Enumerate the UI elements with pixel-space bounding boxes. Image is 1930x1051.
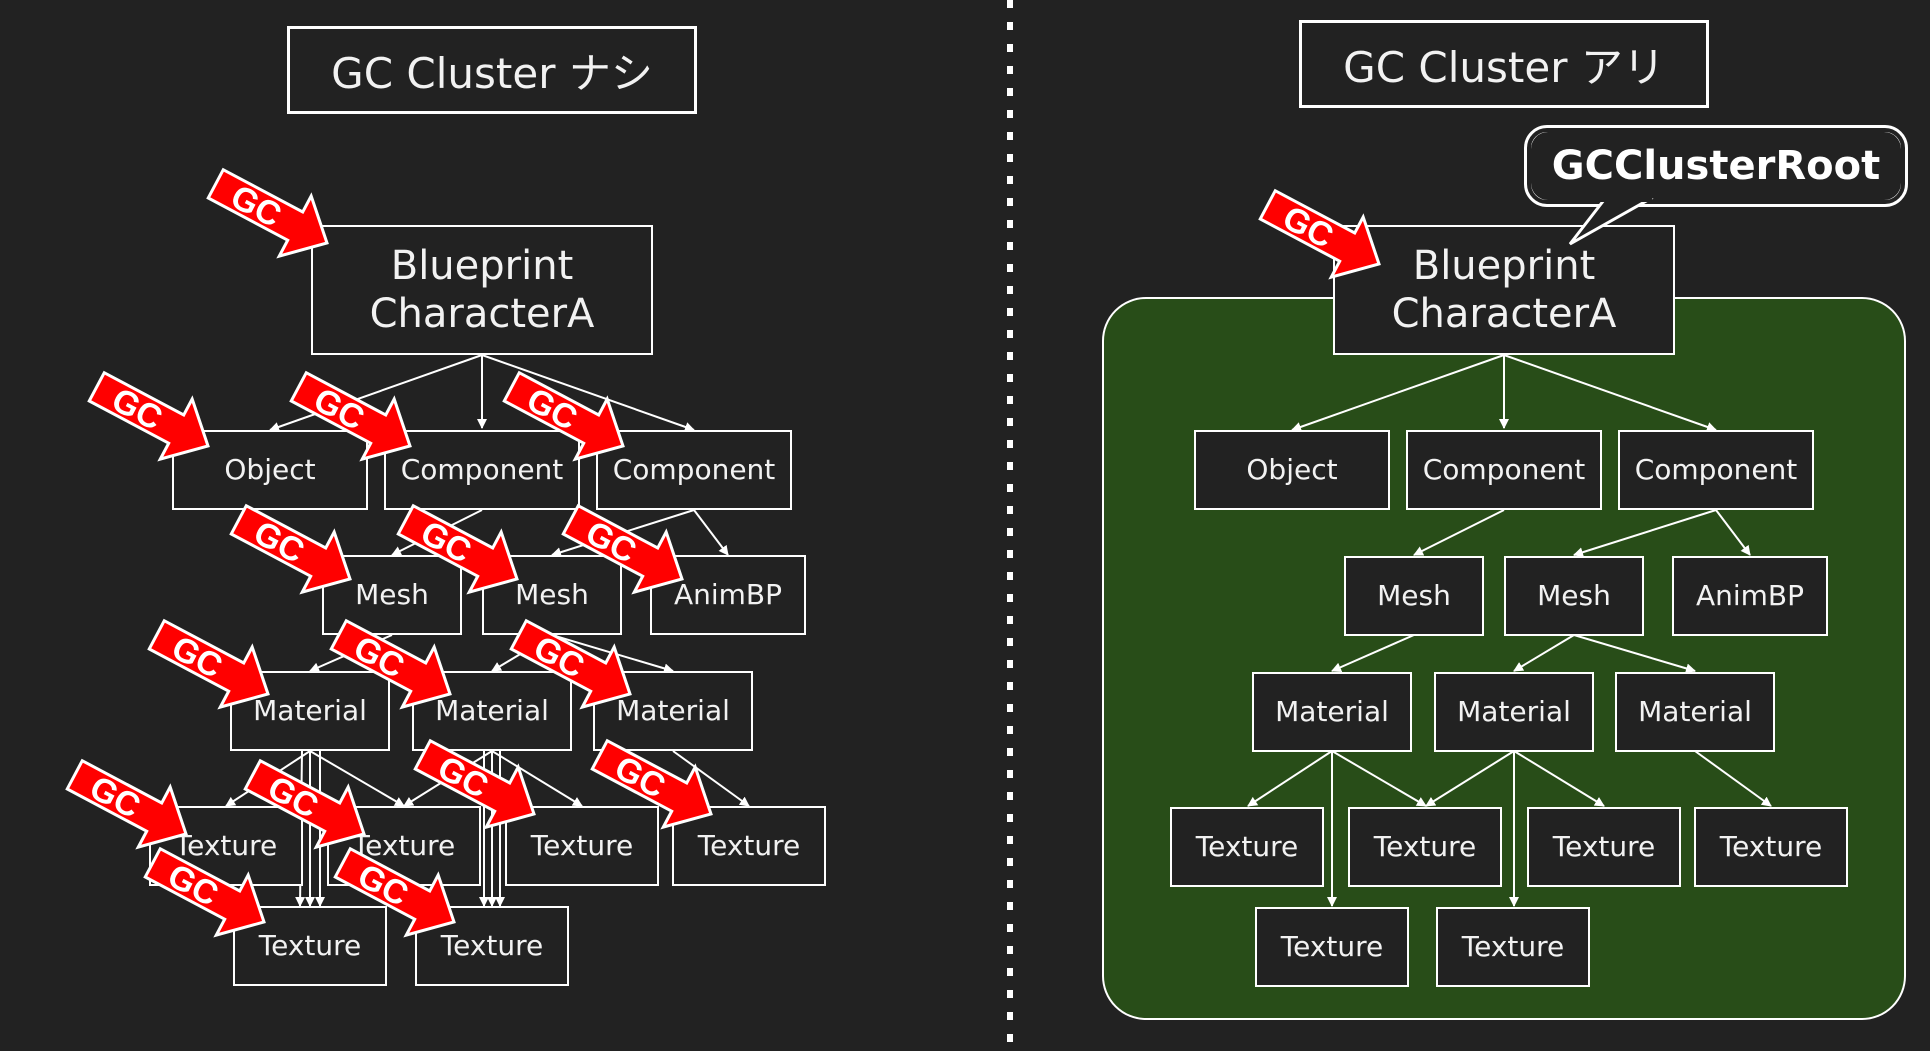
right-edge-6 <box>1715 509 1751 556</box>
right-node-animbp: AnimBP <box>1672 556 1828 636</box>
right-node-texture-4: Texture <box>1694 807 1848 887</box>
left-edge-1 <box>269 354 483 432</box>
gc-arrow-material-2: GC <box>329 618 452 710</box>
gc-arrow-mesh-1: GC <box>229 503 352 595</box>
left-node-texture-5: Texture <box>233 906 387 986</box>
gc-arrow-component-2: GC <box>502 370 625 462</box>
left-node-object: Object <box>172 430 368 510</box>
left-edge-3 <box>481 354 695 432</box>
right-node-material-3: Material <box>1615 672 1775 752</box>
gc-arrow-component-1: GC <box>289 370 412 462</box>
right-node-texture-6: Texture <box>1436 907 1590 987</box>
right-edge-7 <box>1331 634 1415 672</box>
gc-arrow-material-3: GC <box>509 618 632 710</box>
right-node-material-1: Material <box>1252 672 1412 752</box>
gc-arrow-root-right: GC <box>1258 188 1381 280</box>
right-node-texture-3: Texture <box>1527 807 1681 887</box>
right-node-texture-1: Texture <box>1170 807 1324 887</box>
right-edge-3 <box>1503 354 1717 432</box>
gc-arrow-texture-6: GC <box>333 846 456 938</box>
right-node-mesh-1: Mesh <box>1344 556 1484 636</box>
right-node-texture-2: Texture <box>1348 807 1502 887</box>
gc-arrow-material-1: GC <box>147 618 270 710</box>
right-edge-8 <box>1513 634 1575 672</box>
left-root-line2: CharacterA <box>369 291 595 337</box>
gc-cluster-root-label: GCClusterRoot <box>1531 132 1901 200</box>
right-root-line1: Blueprint <box>1412 243 1596 289</box>
right-edge-13 <box>1425 750 1515 807</box>
right-edge-1 <box>1291 354 1505 432</box>
right-edge-16 <box>1694 750 1772 807</box>
left-edge-6 <box>693 509 729 556</box>
right-node-object: Object <box>1194 430 1390 510</box>
right-edge-10 <box>1247 750 1333 807</box>
right-node-texture-5: Texture <box>1255 907 1409 987</box>
right-node-blueprint-charactera: Blueprint CharacterA <box>1333 225 1675 355</box>
left-edge-14 <box>491 750 583 807</box>
left-node-mesh-1: Mesh <box>322 555 462 635</box>
left-node-texture-4: Texture <box>672 806 826 886</box>
right-edge-9 <box>1573 634 1696 674</box>
left-title: GC Cluster ナシ <box>287 26 697 114</box>
gc-arrow-texture-4: GC <box>590 738 713 830</box>
left-node-component-1: Component <box>384 430 580 510</box>
right-edge-4 <box>1413 509 1505 556</box>
right-node-component-2: Component <box>1618 430 1814 510</box>
left-node-component-2: Component <box>596 430 792 510</box>
left-node-material-1: Material <box>230 671 390 751</box>
left-node-texture-3: Texture <box>505 806 659 886</box>
gc-arrow-root-left: GC <box>206 167 329 259</box>
right-node-mesh-2: Mesh <box>1504 556 1644 636</box>
left-node-animbp: AnimBP <box>650 555 806 635</box>
right-title: GC Cluster アリ <box>1299 20 1709 108</box>
gc-arrow-texture-5: GC <box>143 846 266 938</box>
left-edge-11 <box>309 750 405 807</box>
gc-arrow-texture-3: GC <box>413 738 536 830</box>
gc-arrow-object: GC <box>87 370 210 462</box>
left-root-line1: Blueprint <box>390 243 574 289</box>
left-node-blueprint-charactera: Blueprint CharacterA <box>311 225 653 355</box>
right-root-line2: CharacterA <box>1391 291 1617 337</box>
right-edge-11 <box>1331 750 1427 807</box>
section-divider <box>1007 0 1013 1051</box>
right-edge-5 <box>1573 509 1717 558</box>
right-node-material-2: Material <box>1434 672 1594 752</box>
right-node-component-1: Component <box>1406 430 1602 510</box>
right-edge-14 <box>1513 750 1605 807</box>
gc-arrow-texture-2: GC <box>243 758 366 850</box>
left-edge-16 <box>672 750 750 807</box>
gc-arrow-texture-1: GC <box>65 758 188 850</box>
gc-arrow-animbp: GC <box>561 503 684 595</box>
gc-arrow-mesh-2: GC <box>396 503 519 595</box>
